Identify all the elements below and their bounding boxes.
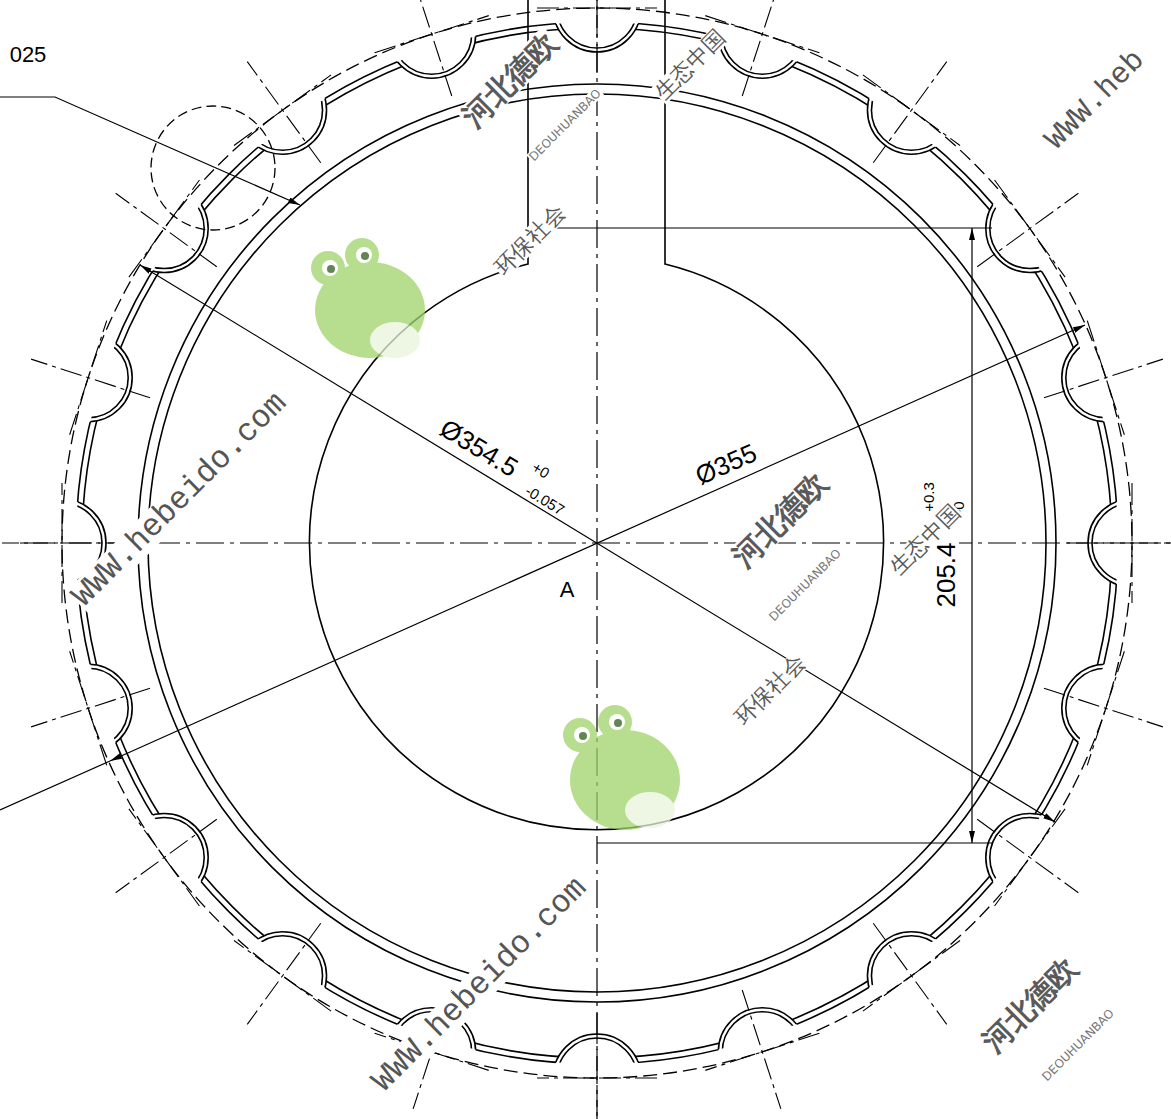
- rim-outline: [82, 28, 1112, 1058]
- watermark-frog: [311, 238, 425, 358]
- pocket-center-line: [70, 321, 107, 435]
- pocket-center-line: [1044, 688, 1163, 727]
- pocket-center-line: [742, 990, 781, 1109]
- tolerance-text: -0.057: [522, 482, 568, 518]
- leader-line: [0, 97, 300, 205]
- pocket-center-line: [61, 483, 62, 603]
- pocket-center-line: [116, 193, 217, 266]
- pocket-center-line: [705, 1033, 819, 1070]
- pocket-center-line: [247, 62, 320, 163]
- pocket-arc: [718, 0, 806, 78]
- pocket-center-line: [234, 75, 331, 146]
- watermark: 环保社会: [490, 200, 569, 279]
- pocket-center-line: [1044, 359, 1163, 398]
- pocket-center-line: [116, 819, 217, 892]
- pocket-center-line: [863, 941, 960, 1012]
- pocket-center-line: [873, 923, 946, 1024]
- pocket-center-line: [375, 16, 489, 53]
- dimension-line: [110, 325, 1085, 761]
- tolerance-text: +0.3: [921, 481, 936, 513]
- pocket-center-line: [129, 180, 200, 277]
- pocket-center-line: [129, 809, 200, 906]
- watermark-url: WWW.heb: [1039, 44, 1151, 156]
- watermark: DEOUHUANBAO: [1039, 1006, 1117, 1084]
- pocket-center-line: [31, 688, 150, 727]
- pitch-circle: [62, 8, 1132, 1078]
- pocket-arc: [392, 0, 472, 74]
- extension-line: [528, 227, 992, 228]
- pocket-center-line: [596, 0, 597, 73]
- pocket-center-line: [247, 923, 320, 1024]
- pocket-center-line: [537, 1077, 657, 1078]
- pocket-center-line: [2, 542, 127, 543]
- pocket-arc: [388, 0, 476, 78]
- bore-keyway: [310, 0, 884, 830]
- watermark-frog: [563, 705, 680, 830]
- rim-outline: [76, 22, 1118, 1064]
- watermark: 环保社会: [730, 650, 809, 729]
- pocket-center-line: [863, 75, 960, 146]
- pocket-center-line: [1087, 651, 1124, 765]
- pocket-center-line: [1131, 483, 1132, 603]
- tolerance-text: +0: [529, 459, 553, 482]
- dimension-text: 025: [9, 44, 48, 66]
- pocket-center-line: [596, 1013, 597, 1119]
- watermark: 河北德欧: [726, 466, 833, 573]
- extension-line: [597, 842, 992, 843]
- watermark: 河北德欧: [456, 26, 563, 133]
- pocket-center-line: [413, 0, 452, 96]
- pocket-center-line: [31, 359, 150, 398]
- pocket-center-line: [70, 651, 107, 765]
- pocket-center-line: [995, 180, 1066, 277]
- pocket-center-line: [977, 193, 1078, 266]
- pocket-arc: [722, 0, 802, 74]
- watermark-url: WWW.hebeido.com: [366, 871, 594, 1099]
- datum-letter: A: [559, 579, 576, 601]
- pocket-center-line: [537, 7, 657, 8]
- pocket-center-line: [873, 62, 946, 163]
- pocket-center-line: [1087, 321, 1124, 435]
- watermark: 河北德欧: [976, 951, 1083, 1058]
- pocket-center-line: [742, 0, 781, 96]
- dimension-line: [971, 228, 972, 843]
- pocket-center-line: [977, 819, 1078, 892]
- dimension-text: Ø355: [691, 439, 762, 489]
- pocket-center-line: [995, 809, 1066, 906]
- phantom-pocket: [151, 106, 275, 230]
- pocket-center-line: [1067, 542, 1171, 543]
- pocket-center-line: [234, 941, 331, 1012]
- dimension-text: 205.4: [933, 541, 959, 608]
- center-line: [596, 0, 597, 1119]
- watermark: DEOUHUANBAO: [766, 546, 844, 624]
- dimension-line: [0, 761, 110, 810]
